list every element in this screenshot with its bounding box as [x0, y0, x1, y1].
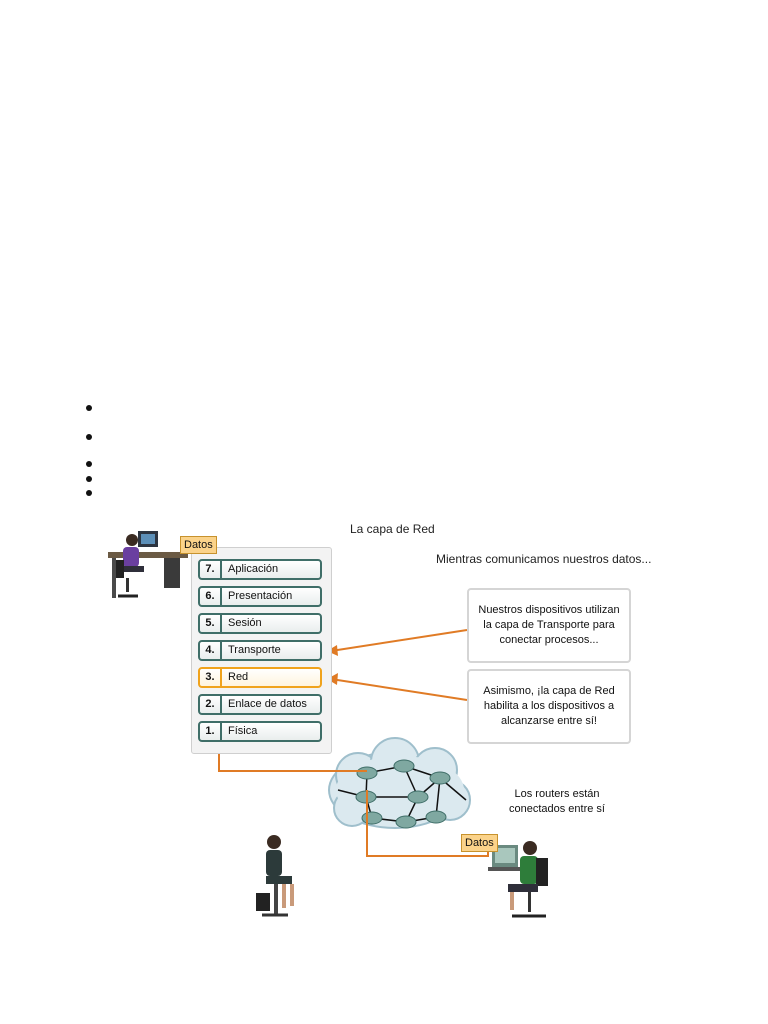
layer-number: 5. — [200, 615, 222, 632]
callout-transport: Nuestros dispositivos utilizan la capa d… — [467, 588, 631, 663]
list-bullet — [86, 476, 92, 482]
list-bullet — [86, 461, 92, 467]
osi-layer-7: 7. Aplicación — [198, 559, 322, 580]
layer-name: Enlace de datos — [228, 698, 307, 710]
list-bullet — [86, 490, 92, 496]
data-tag-sender: Datos — [180, 536, 217, 554]
router-cloud-icon — [328, 737, 471, 829]
receiver-person-icon — [488, 841, 548, 918]
layer-name: Presentación — [228, 590, 293, 602]
layer-name: Física — [228, 725, 258, 737]
layer-number: 7. — [200, 561, 222, 578]
figure-title: La capa de Red — [350, 522, 435, 536]
layer-number: 2. — [200, 696, 222, 713]
sender-person-icon — [108, 531, 188, 598]
layer-number: 3. — [200, 669, 222, 686]
routers-label: Los routers están conectados entre sí — [508, 788, 605, 815]
osi-layer-6: 6. Presentación — [198, 586, 322, 607]
callout-network: Asimismo, ¡la capa de Red habilita a los… — [467, 669, 631, 744]
waiting-person-icon — [256, 835, 294, 917]
osi-layer-4: 4. Transporte — [198, 640, 322, 661]
list-bullet — [86, 434, 92, 440]
osi-layer-2: 2. Enlace de datos — [198, 694, 322, 715]
layer-name: Transporte — [228, 644, 281, 656]
figure-subtitle: Mientras comunicamos nuestros datos... — [436, 552, 652, 566]
layer-name: Red — [228, 671, 249, 683]
osi-layer-3-highlighted: 3. Red — [198, 667, 322, 688]
list-bullet — [86, 405, 92, 411]
osi-layer-1: 1. Física — [198, 721, 322, 742]
layer-number: 6. — [200, 588, 222, 605]
layer-number: 4. — [200, 642, 222, 659]
layer-name: Aplicación — [228, 563, 279, 575]
data-tag-receiver: Datos — [461, 834, 498, 852]
layer-name: Sesión — [228, 617, 262, 629]
layer-number: 1. — [200, 723, 222, 740]
osi-layer-5: 5. Sesión — [198, 613, 322, 634]
